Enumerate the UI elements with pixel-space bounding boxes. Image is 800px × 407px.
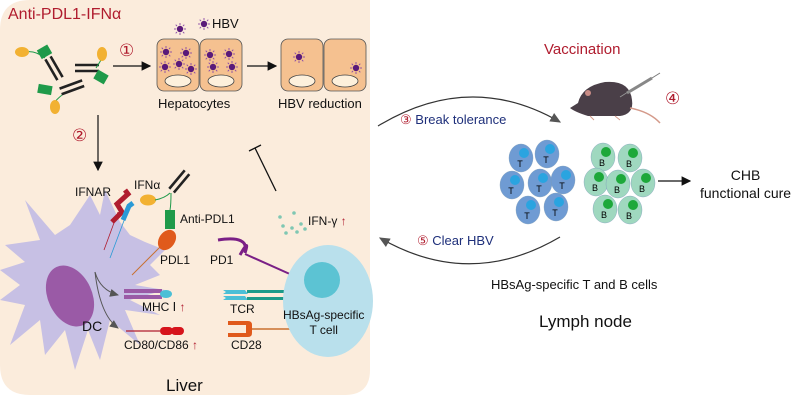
lymph-b-cells: B B B B B B B xyxy=(583,142,656,225)
t-cell-label: HBsAg-specific T cell xyxy=(283,308,364,338)
b-lymphocyte-letter: B xyxy=(601,210,607,220)
pd1-receptor xyxy=(217,237,293,276)
cd28-label: CD28 xyxy=(231,338,262,352)
step4-label: ④ xyxy=(665,89,681,109)
up-arrow-icon: ↑ xyxy=(340,214,347,228)
pdl1-label: PDL1 xyxy=(160,253,191,267)
t-lymphocyte: T xyxy=(550,165,576,195)
up-arrow-icon: ↑ xyxy=(192,338,199,352)
dc-label: DC xyxy=(82,318,103,334)
lymph-t-cells: T T T T T T T xyxy=(499,139,576,225)
ifn-gamma-text: IFN-γ xyxy=(308,214,338,228)
tcr-label: TCR xyxy=(230,302,255,316)
t-lymphocyte: T xyxy=(534,139,560,169)
vaccination-label: Vaccination xyxy=(544,41,621,58)
b-lymphocyte: B xyxy=(630,168,656,198)
b-lymphocyte-letter: B xyxy=(639,184,645,194)
t-lymphocyte: T xyxy=(499,170,525,200)
liver-region-label: Liver xyxy=(166,376,203,395)
ifnar-receptor xyxy=(103,188,135,259)
t-lymphocyte-letter: T xyxy=(543,155,549,165)
t-lymphocyte-letter: T xyxy=(559,181,565,191)
step5-label: ⑤ xyxy=(417,234,429,249)
clear-hbv-arrow xyxy=(378,236,561,265)
hbv-legend-label: HBV xyxy=(212,16,239,31)
b-lymphocyte-letter: B xyxy=(599,158,605,168)
pdl1-ligand xyxy=(131,229,177,276)
break-tolerance-text: Break tolerance xyxy=(415,112,507,127)
cd28 xyxy=(228,321,292,337)
b-lymphocyte-letter: B xyxy=(626,211,632,221)
b-lymphocyte-letter: B xyxy=(614,185,620,195)
mhc-text: MHC Ⅰ xyxy=(142,300,177,314)
b-lymphocyte-letter: B xyxy=(626,159,632,169)
break-tolerance-arrow xyxy=(377,96,562,127)
t-lymphocyte-letter: T xyxy=(536,184,542,194)
b-lymphocyte: B xyxy=(583,167,609,197)
t-lymphocyte-letter: T xyxy=(552,208,558,218)
b-lymphocyte: B xyxy=(590,142,616,172)
up-arrow-icon: ↑ xyxy=(179,300,186,314)
dendritic-cell xyxy=(0,190,165,370)
liver-panel-title: Anti-PDL1-IFNα xyxy=(8,6,122,23)
hepatocytes-label: Hepatocytes xyxy=(158,96,231,111)
t-lymphocyte: T xyxy=(543,192,569,222)
hbv-reduction-label: HBV reduction xyxy=(278,96,362,111)
b-lymphocyte: B xyxy=(605,169,631,199)
step3-label: ③ xyxy=(400,113,412,128)
lymph-node-label: Lymph node xyxy=(539,312,632,331)
chb-label: CHB xyxy=(730,167,761,183)
t-lymphocyte-letter: T xyxy=(524,211,530,221)
t-cell-label-line1: HBsAg-specific xyxy=(283,308,365,322)
hbsag-specific-t-cell xyxy=(283,245,373,357)
ifn-gamma-dots xyxy=(278,211,307,235)
hepatocytes-reduced xyxy=(280,38,367,92)
hbv-legend-icon xyxy=(173,22,187,36)
ifna-anti-pdl1-molecule xyxy=(140,169,191,229)
tcr xyxy=(223,290,289,300)
functional-cure-label: functional cure xyxy=(700,185,792,201)
ifna-label: IFNα xyxy=(134,178,161,192)
b-lymphocyte-letter: B xyxy=(592,183,598,193)
t-cell-label-line2: T cell xyxy=(309,323,338,337)
anti-pdl1-ifna-molecules xyxy=(15,44,109,114)
inhibition-line xyxy=(254,147,277,192)
t-lymphocyte: T xyxy=(527,168,553,198)
cells-caption: HBsAg-specific T and B cells xyxy=(491,277,658,292)
b-lymphocyte: B xyxy=(592,194,618,224)
t-lymphocyte: T xyxy=(515,195,541,225)
step2-label: ② xyxy=(72,126,88,146)
pd1-label: PD1 xyxy=(210,253,234,267)
break-tolerance-label: ③ Break tolerance xyxy=(400,112,506,128)
b-lymphocyte: B xyxy=(617,143,643,173)
t-lymphocyte: T xyxy=(508,143,534,173)
chb-cure-label: CHB functional cure xyxy=(700,166,791,202)
cd80-text: CD80/CD86 xyxy=(124,338,189,352)
mhc-label: MHC Ⅰ ↑ xyxy=(142,300,186,314)
syringe-icon xyxy=(619,72,661,98)
ifnar-label: IFNAR xyxy=(75,185,111,199)
clear-hbv-text: Clear HBV xyxy=(432,233,494,248)
step1-label: ① xyxy=(119,41,135,61)
cd80-cd86-label: CD80/CD86 ↑ xyxy=(124,338,198,352)
ifn-gamma-label: IFN-γ ↑ xyxy=(308,214,347,228)
t-lymphocyte-letter: T xyxy=(517,159,523,169)
cd80-cd86 xyxy=(126,327,184,335)
b-lymphocyte: B xyxy=(617,195,643,225)
hepatocytes-infected xyxy=(156,38,243,92)
mouse-icon xyxy=(570,81,661,124)
anti-pdl1-label: Anti-PDL1 xyxy=(180,212,235,226)
t-lymphocyte-letter: T xyxy=(508,186,514,196)
mhc-i xyxy=(124,289,172,299)
clear-hbv-label: ⑤ Clear HBV xyxy=(417,233,494,249)
